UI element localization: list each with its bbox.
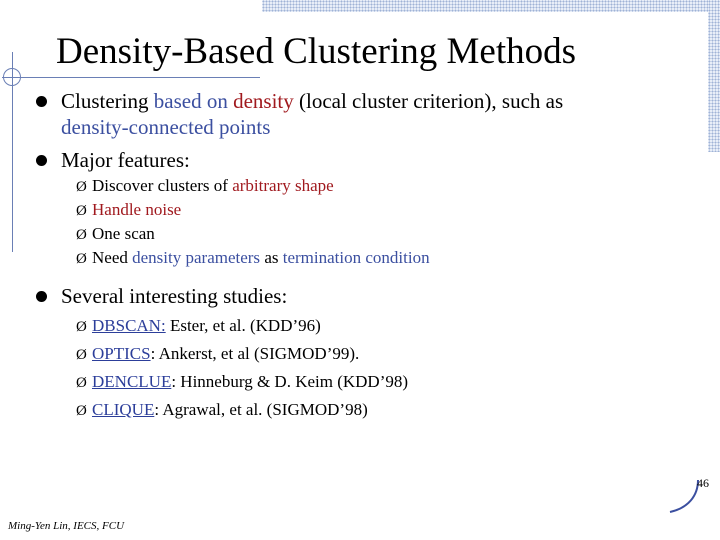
- decorative-vertical-line: [12, 52, 13, 252]
- slide-title: Density-Based Clustering Methods: [56, 31, 577, 72]
- page-number: 46: [697, 476, 709, 490]
- optics-link[interactable]: OPTICS: [92, 344, 151, 363]
- arrow-bullet-icon: Ø: [76, 375, 87, 391]
- bullet-dot-icon: [36, 96, 47, 107]
- arrow-bullet-icon: Ø: [76, 319, 87, 335]
- bullet-clustering-density: Clustering based on density (local clust…: [36, 88, 676, 140]
- decorative-pattern-top: [262, 0, 720, 12]
- decorative-pattern-side: [708, 0, 720, 152]
- arrow-bullet-icon: Ø: [76, 347, 87, 363]
- dbscan-link[interactable]: DBSCAN:: [92, 316, 166, 335]
- decorative-horizontal-line: [2, 77, 260, 78]
- footer-author: Ming-Yen Lin, IECS, FCU: [8, 520, 125, 532]
- bullet-dot-icon: [36, 291, 47, 302]
- decorative-circle-icon: [3, 68, 21, 86]
- arrow-bullet-icon: Ø: [76, 203, 87, 219]
- arrow-bullet-icon: Ø: [76, 227, 87, 243]
- arrow-bullet-icon: Ø: [76, 179, 87, 195]
- decorative-corner-arc: [669, 479, 699, 513]
- bullet-dot-icon: [36, 155, 47, 166]
- bullet-interesting-studies: Several interesting studies:: [36, 283, 676, 309]
- denclue-link[interactable]: DENCLUE: [92, 372, 172, 391]
- arrow-bullet-icon: Ø: [76, 251, 87, 267]
- clique-link[interactable]: CLIQUE: [92, 400, 155, 419]
- arrow-bullet-icon: Ø: [76, 403, 87, 419]
- bullet-major-features: Major features:: [36, 147, 676, 173]
